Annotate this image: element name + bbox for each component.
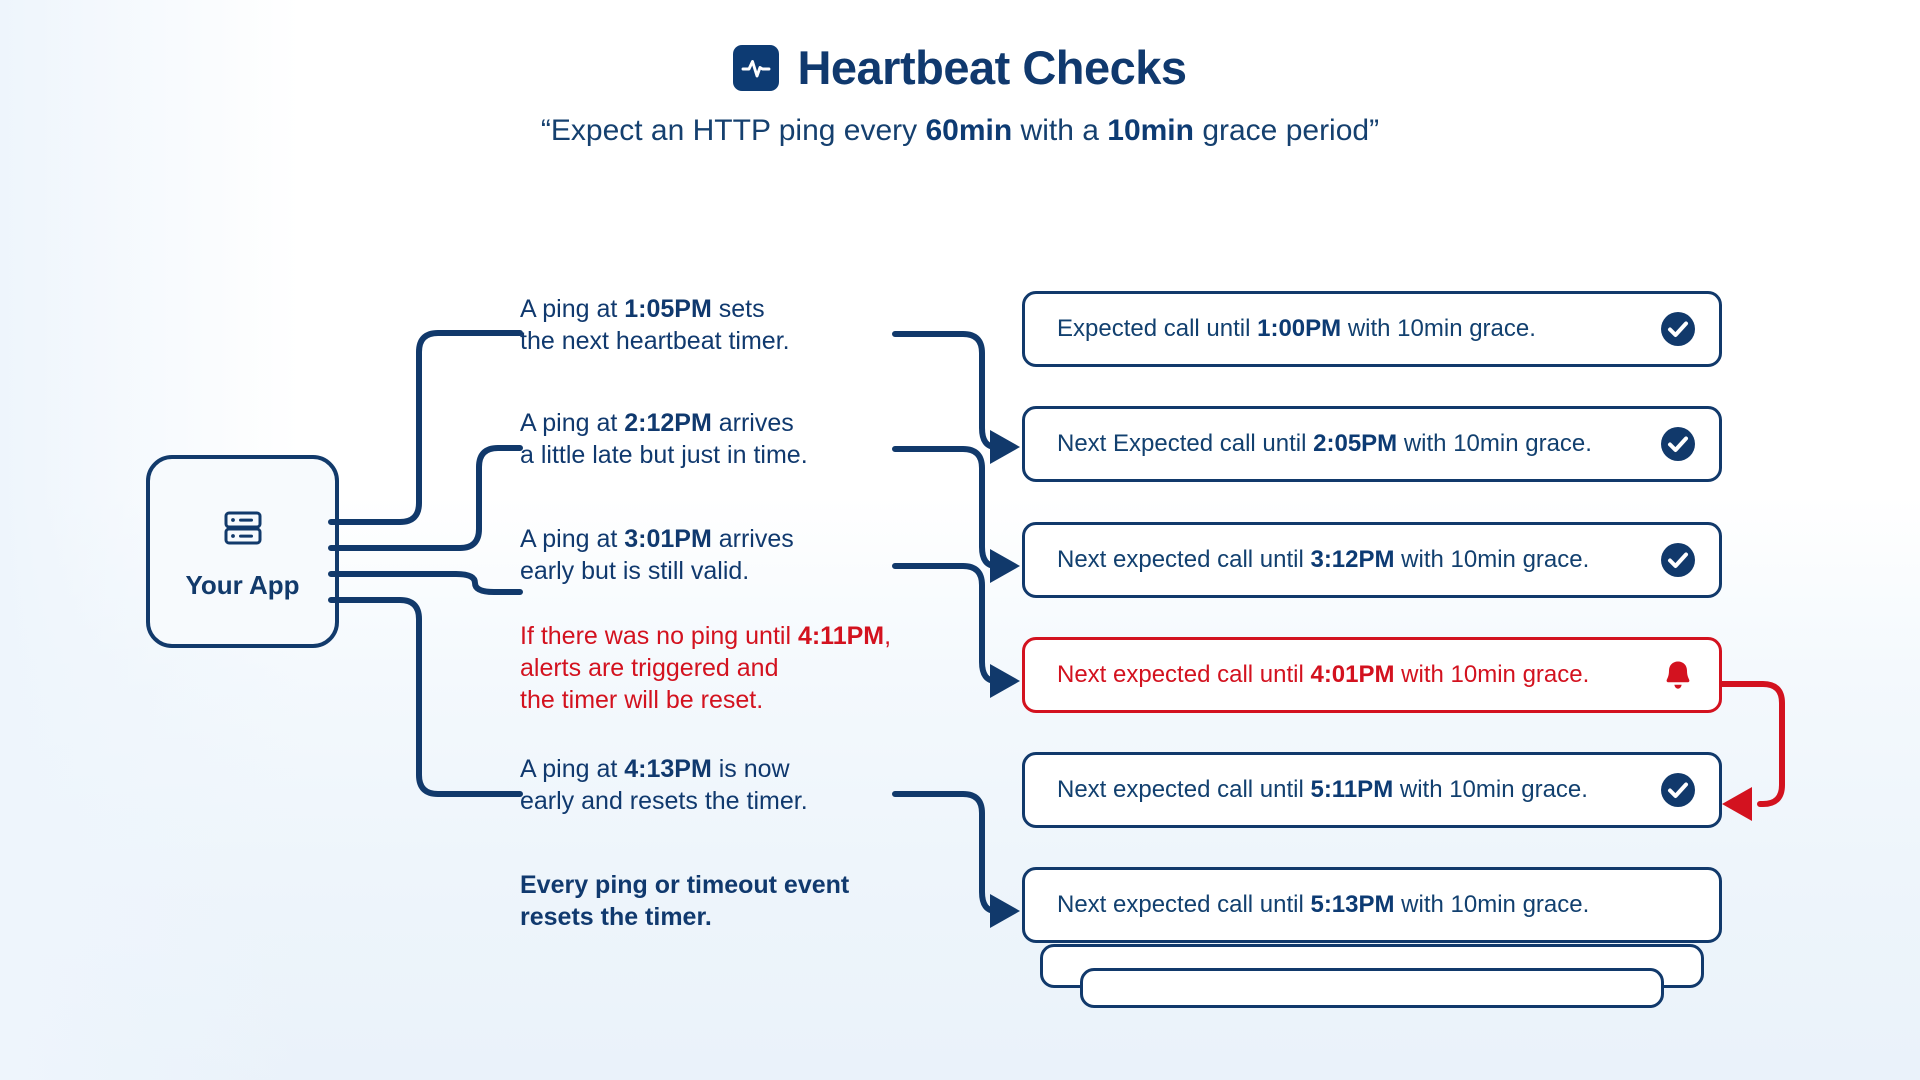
- step-text: A ping at: [520, 525, 625, 553]
- card-time: 4:01PM: [1310, 661, 1395, 688]
- card-prefix: Next expected call until: [1057, 776, 1311, 803]
- check-circle-icon: [1659, 425, 1697, 463]
- header: Heartbeat Checks “Expect an HTTP ping ev…: [0, 0, 1920, 149]
- ghost-card-2: [1080, 968, 1664, 1008]
- card-prefix: Expected call until: [1057, 315, 1258, 342]
- card-text: Next expected call until 5:13PM with 10m…: [1057, 891, 1659, 919]
- no-badge: [1659, 886, 1697, 924]
- step-label-5: A ping at 4:13PM is now early and resets…: [520, 754, 808, 818]
- step-text: If there was no ping until: [520, 622, 798, 650]
- step-label-2: A ping at 2:12PM arrives a little late b…: [520, 408, 808, 472]
- page-subtitle: “Expect an HTTP ping every 60min with a …: [0, 113, 1920, 149]
- card-prefix: Next Expected call until: [1057, 430, 1314, 457]
- expected-call-card[interactable]: Next expected call until 5:13PM with 10m…: [1022, 867, 1722, 943]
- step-label-3: A ping at 3:01PM arrives early but is st…: [520, 524, 794, 588]
- card-prefix: Next expected call until: [1057, 891, 1311, 918]
- your-app-label: Your App: [185, 569, 300, 600]
- step-text: A ping at: [520, 295, 625, 323]
- card-suffix: with 10min grace.: [1394, 891, 1590, 918]
- card-prefix: Next expected call until: [1057, 661, 1311, 688]
- step-label-6: Every ping or timeout event resets the t…: [520, 870, 849, 934]
- step-text: sets the next heartbeat timer.: [520, 295, 790, 355]
- subtitle-suffix: grace period”: [1193, 114, 1380, 147]
- subtitle-interval: 60min: [925, 114, 1013, 147]
- expected-call-card[interactable]: Next expected call until 5:11PM with 10m…: [1022, 752, 1722, 828]
- card-text: Next expected call until 5:11PM with 10m…: [1057, 776, 1659, 804]
- subtitle-grace: 10min: [1107, 114, 1194, 147]
- alert-bell-icon: [1659, 656, 1697, 694]
- title-row: Heartbeat Checks: [0, 44, 1920, 91]
- subtitle-middle: with a: [1012, 114, 1108, 147]
- step-text: A ping at: [520, 409, 625, 437]
- heartbeat-pulse-icon: [733, 44, 780, 91]
- card-suffix: with 10min grace.: [1394, 546, 1590, 573]
- card-time: 2:05PM: [1313, 430, 1398, 457]
- step-text: arrives early but is still valid.: [520, 525, 794, 585]
- alert-call-card[interactable]: Next expected call until 4:01PM with 10m…: [1022, 637, 1722, 713]
- card-time: 3:12PM: [1310, 546, 1395, 573]
- expected-call-card[interactable]: Next Expected call until 2:05PM with 10m…: [1022, 406, 1722, 482]
- subtitle-prefix: “Expect an HTTP ping every: [540, 114, 926, 147]
- card-text: Expected call until 1:00PM with 10min gr…: [1057, 315, 1659, 343]
- card-prefix: Next expected call until: [1057, 546, 1311, 573]
- card-time: 5:11PM: [1310, 776, 1394, 803]
- your-app-node: Your App: [146, 455, 339, 648]
- expected-call-card[interactable]: Next expected call until 3:12PM with 10m…: [1022, 522, 1722, 598]
- step-text: arrives a little late but just in time.: [520, 409, 808, 469]
- card-suffix: with 10min grace.: [1393, 776, 1588, 803]
- page-title: Heartbeat Checks: [797, 41, 1187, 94]
- expected-call-card[interactable]: Expected call until 1:00PM with 10min gr…: [1022, 291, 1722, 367]
- step-text: is now early and resets the timer.: [520, 755, 808, 815]
- step-time: Every ping or timeout event resets the t…: [520, 871, 850, 931]
- step-time: 2:12PM: [624, 409, 712, 437]
- step-time: 4:11PM: [797, 622, 885, 650]
- step-text: , alerts are triggered and the timer wil…: [520, 622, 892, 714]
- card-suffix: with 10min grace.: [1341, 315, 1536, 342]
- card-time: 1:00PM: [1257, 315, 1342, 342]
- card-text: Next Expected call until 2:05PM with 10m…: [1057, 430, 1659, 458]
- card-text: Next expected call until 3:12PM with 10m…: [1057, 546, 1659, 574]
- step-label-1: A ping at 1:05PM sets the next heartbeat…: [520, 294, 790, 358]
- check-circle-icon: [1659, 310, 1697, 348]
- card-time: 5:13PM: [1310, 891, 1395, 918]
- step-text: A ping at: [520, 755, 625, 783]
- card-suffix: with 10min grace.: [1394, 661, 1590, 688]
- step-label-4: If there was no ping until 4:11PM, alert…: [520, 621, 891, 716]
- step-time: 3:01PM: [624, 525, 712, 553]
- check-circle-icon: [1659, 771, 1697, 809]
- step-time: 4:13PM: [624, 755, 712, 783]
- step-time: 1:05PM: [624, 295, 712, 323]
- server-rack-icon: [218, 503, 268, 558]
- check-circle-icon: [1659, 541, 1697, 579]
- card-suffix: with 10min grace.: [1397, 430, 1592, 457]
- card-text: Next expected call until 4:01PM with 10m…: [1057, 661, 1659, 689]
